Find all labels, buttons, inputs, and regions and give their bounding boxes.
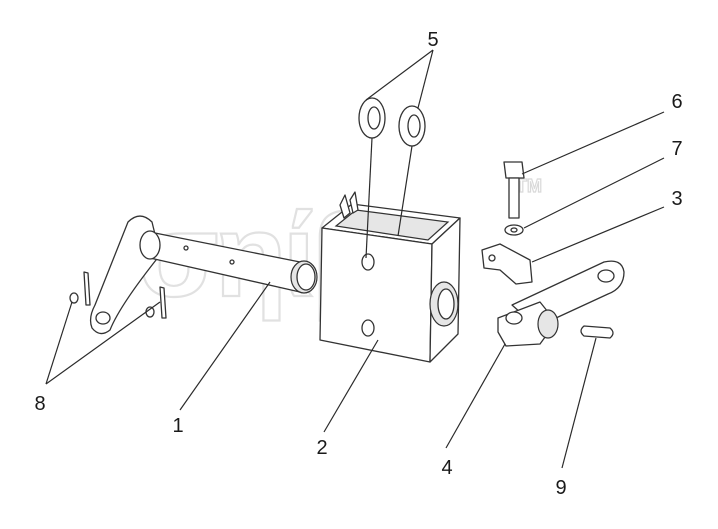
part-5-washers [358,97,426,147]
callout-6: 6 [671,91,682,113]
part-6-bolt [503,161,525,219]
leader-lines [45,49,665,469]
callout-labels: 5 6 7 3 8 1 2 4 9 [34,29,682,499]
callout-8: 8 [34,393,45,415]
part-1-lever-shaft [89,215,318,335]
callout-7: 7 [671,138,682,160]
part-3-bracket [481,243,533,285]
part-9-key [580,325,614,339]
part-8-cotter-pins [69,271,167,319]
callout-2: 2 [316,437,327,459]
callout-5: 5 [427,29,438,51]
part-7-lock-washer [504,224,524,236]
part-2-housing-block [319,191,461,363]
part-4-lever-arm [497,260,625,347]
callout-3: 3 [671,188,682,210]
callout-9: 9 [555,477,566,499]
callout-1: 1 [172,415,183,437]
callout-4: 4 [441,457,452,479]
watermark-trademark: TM [516,176,542,196]
